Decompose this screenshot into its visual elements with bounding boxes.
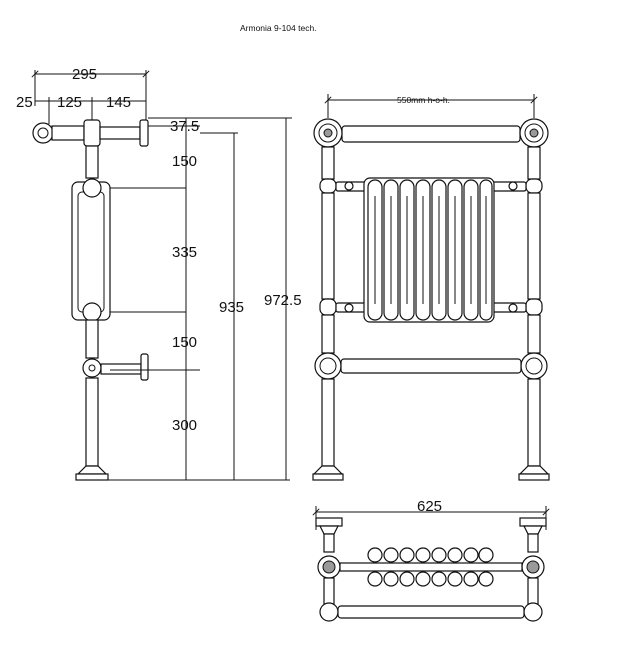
- dim-300: 300: [172, 417, 197, 434]
- top-radiator-columns: [367, 547, 494, 587]
- front-top-rail: [341, 125, 521, 143]
- dim-25: 25: [16, 94, 33, 111]
- top-view: 625: [312, 498, 550, 622]
- dim-150-top: 150: [172, 153, 197, 170]
- side-top-knob: [32, 122, 54, 144]
- dim-150-bottom: 150: [172, 334, 197, 351]
- side-view: 295 25 125 145: [16, 66, 302, 481]
- dim-125: 125: [57, 94, 82, 111]
- centres-label: 550mm h-o-h.: [397, 95, 450, 105]
- side-pillar-upper: [85, 145, 99, 179]
- front-view: 550mm h-o-h.: [312, 94, 550, 481]
- dim-37-5: 37.5: [170, 118, 199, 135]
- top-towel-bar: [337, 605, 525, 619]
- front-radiator-columns: [363, 177, 495, 323]
- dim-145: 145: [106, 94, 131, 111]
- side-valve: [82, 358, 102, 378]
- dim-625: 625: [417, 498, 442, 515]
- front-bottom-rail: [340, 358, 522, 374]
- dim-295: 295: [72, 66, 97, 83]
- dim-972-5: 972.5: [264, 292, 302, 309]
- drawing-title: Armonia 9-104 tech.: [240, 23, 317, 33]
- dim-935: 935: [219, 299, 244, 316]
- dim-335: 335: [172, 244, 197, 261]
